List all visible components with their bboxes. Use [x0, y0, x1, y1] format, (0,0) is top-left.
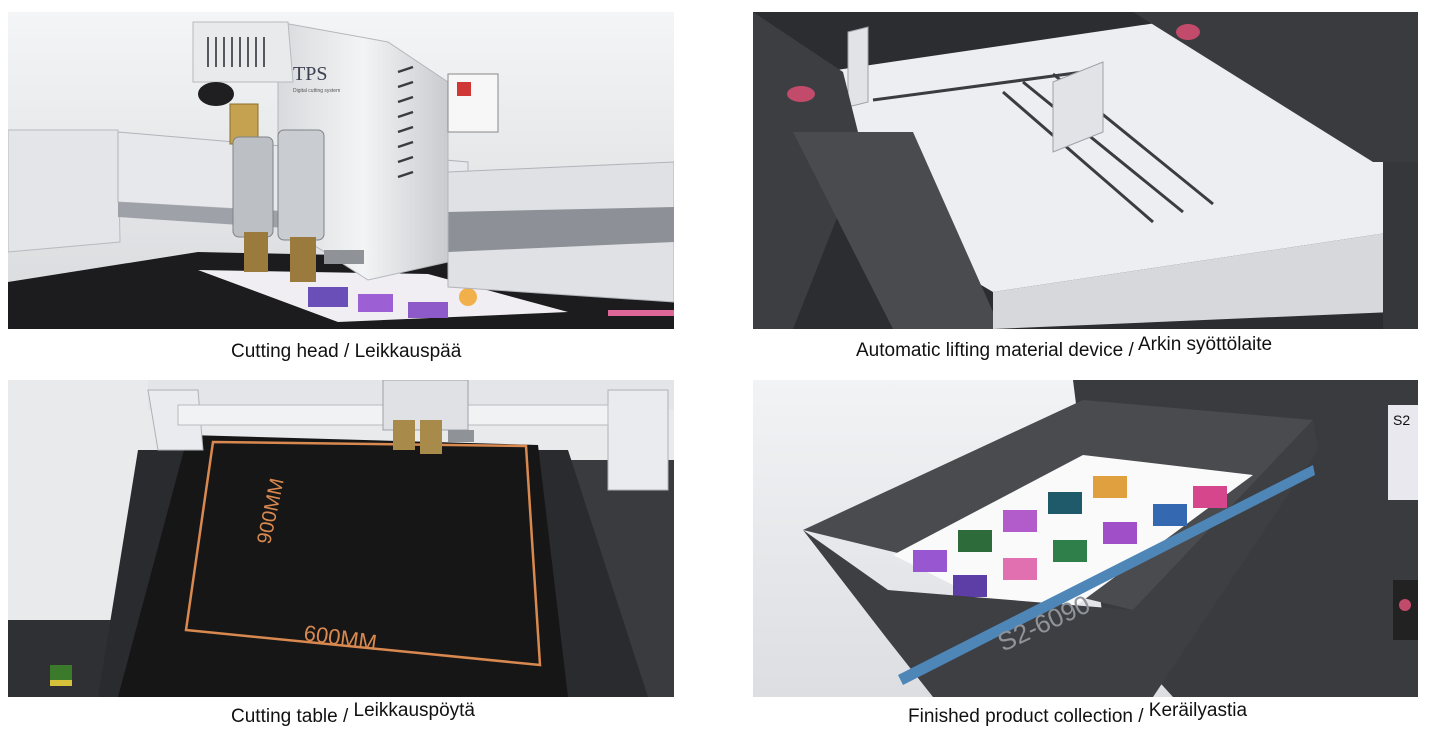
cutting-head-photo: TPS Digital cutting system — [8, 12, 674, 329]
brand-logo-text: TPS — [293, 63, 327, 85]
caption-cutting-head: Cutting head / Leikkauspää — [231, 341, 461, 363]
caption-feeder: Automatic lifting material device / Arki… — [856, 334, 1272, 362]
caption-en: Automatic lifting material device / — [856, 340, 1134, 361]
caption-fi: Leikkauspöytä — [353, 700, 475, 721]
caption-en: Cutting table / — [231, 706, 349, 727]
caption-fi: Leikkauspää — [354, 341, 462, 362]
feeder-photo — [753, 12, 1418, 329]
caption-en: Finished product collection / — [908, 706, 1144, 727]
caption-en: Cutting head / — [231, 341, 350, 362]
cutting-table-photo: 900MM 600MM — [8, 380, 674, 697]
caption-fi: Arkin syöttölaite — [1137, 334, 1273, 355]
collection-tray-photo: S2-6090 S2 — [753, 380, 1418, 697]
brand-subtext: Digital cutting system — [293, 88, 340, 94]
caption-collection: Finished product collection / Keräilyast… — [908, 700, 1247, 728]
caption-fi: Keräilyastia — [1148, 700, 1248, 721]
caption-cutting-table: Cutting table / Leikkauspöytä — [231, 700, 475, 728]
side-model-label: S2 — [1393, 412, 1410, 428]
